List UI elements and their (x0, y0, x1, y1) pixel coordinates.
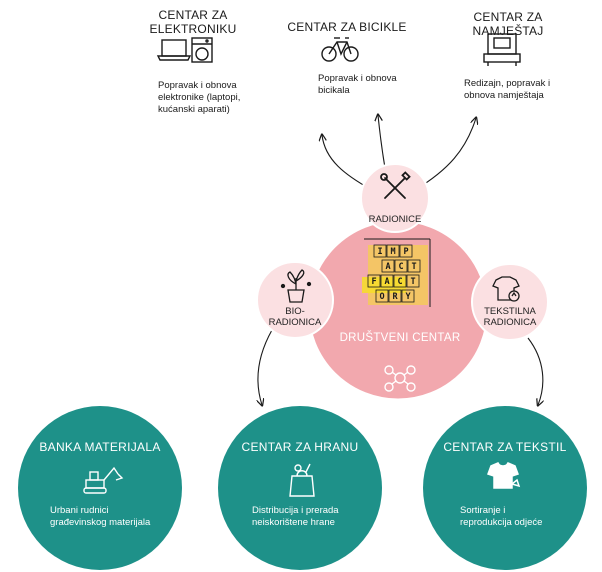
arrow-to-banka (258, 329, 273, 405)
excavator-icon (83, 466, 124, 494)
logo-letter: F (371, 277, 376, 287)
logo-cell-box (367, 274, 381, 288)
bicikli-desc: Popravak i obnova bicikala (318, 73, 397, 96)
tools-icon (380, 171, 411, 199)
hub-label: DRUŠTVENI CENTAR (339, 332, 461, 344)
satellite-tekstilna-radionica[interactable] (471, 263, 549, 341)
teal-centar-za-hranu[interactable] (218, 406, 382, 570)
satellite-bio-radionica[interactable] (256, 261, 334, 339)
furniture-icon (483, 33, 521, 66)
logo-letter: R (392, 292, 398, 302)
logo-letter: A (384, 277, 389, 287)
logo-cell-box (393, 274, 407, 288)
logo-cell-box (401, 289, 415, 303)
laptop-and-washer-icon (156, 37, 213, 63)
shirt-recycle-icon (492, 276, 520, 302)
hrana-desc: Distribucija i prerada neiskorištene hra… (252, 505, 339, 528)
logo-cell-box (399, 244, 413, 258)
logo-cell-box (388, 289, 402, 303)
logo-letter: P (403, 247, 408, 257)
logo-cell-box (373, 244, 387, 258)
tshirt-icon (487, 462, 521, 489)
logo-cell-box (406, 274, 420, 288)
logo-letter: A (385, 262, 390, 272)
logo-letter: Y (405, 292, 411, 302)
elektronika-title: CENTAR ZA ELEKTRONIKU (149, 8, 237, 36)
logo-cell-box (386, 244, 400, 258)
logo-cell-box (380, 274, 394, 288)
tekstil-title: CENTAR ZA TEKSTIL (443, 440, 567, 454)
logo-letter: I (377, 247, 382, 257)
logo-letter: T (410, 277, 415, 287)
food-bag-icon (289, 463, 315, 497)
logo-cell-box (381, 259, 395, 273)
namjestaj-desc: Redizajn, popravak i obnova namještaja (464, 78, 551, 101)
logo-letter: C (397, 277, 402, 287)
logo-cell-box (407, 259, 421, 273)
radionice-label: RADIONICE (368, 214, 422, 225)
bicikli-title: CENTAR ZA BICIKLE (287, 20, 407, 34)
logo-letter: O (379, 292, 384, 302)
banka-desc: Urbani rudnici građevinskog materijala (50, 505, 151, 528)
namjestaj-title: CENTAR ZA NAMJEŠTAJ (472, 10, 544, 38)
logo-letter: T (411, 262, 416, 272)
hrana-title: CENTAR ZA HRANU (241, 440, 359, 454)
tekstil-desc: Sortiranje i reprodukcija odjeće (460, 505, 543, 528)
satellite-radionice[interactable] (360, 163, 430, 233)
bio-radionica-label: BIO- RADIONICA (268, 306, 322, 328)
elektronika-desc: Popravak i obnova elektronike (laptopi, … (158, 80, 241, 115)
banka-title: BANKA MATERIJALA (39, 440, 161, 454)
logo-cell-box (375, 289, 389, 303)
plant-jar-icon (280, 269, 312, 303)
arrow-to-tekstil (527, 337, 543, 405)
logo-letter: M (390, 247, 395, 257)
logo-cell-box (394, 259, 408, 273)
arrow-to-bicikli (378, 115, 386, 169)
tekstilna-radionica-label: TEKSTILNA RADIONICA (483, 306, 537, 328)
logo-letter: C (398, 262, 403, 272)
network-people-icon (384, 365, 416, 392)
bicycle-icon (321, 37, 359, 62)
